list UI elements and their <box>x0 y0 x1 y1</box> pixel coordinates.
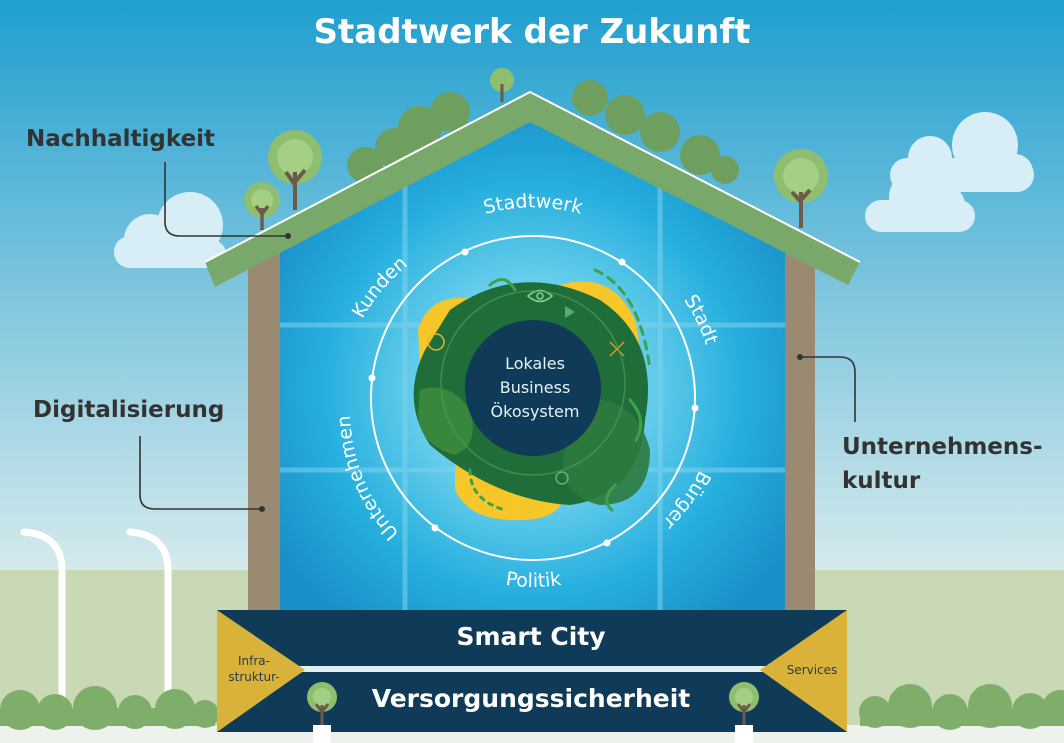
services-label: Services <box>786 663 838 677</box>
label-nachhaltigkeit: Nachhaltigkeit <box>26 126 216 152</box>
infrastruktur-triangle <box>217 610 305 732</box>
services-triangle <box>760 610 847 732</box>
label-unternehmenskultur-line1: Unternehmens- <box>842 434 1043 460</box>
cloud-left <box>114 192 226 268</box>
globe-icon <box>427 333 445 351</box>
inner-ring <box>440 290 626 476</box>
street-lamp-left <box>20 528 172 729</box>
smart-city-label: Smart City <box>456 622 606 651</box>
center-line-2: Business <box>499 378 571 397</box>
connector-lines <box>139 162 856 510</box>
infrastruktur-line2: struktur- <box>228 670 280 684</box>
ring-label-politik: Politik <box>505 568 563 592</box>
center-label: Lokales Business Ökosystem <box>460 352 610 424</box>
center-circle <box>465 320 601 456</box>
smart-city-band <box>217 610 847 666</box>
label-unternehmenskultur: Unternehmens- kultur <box>842 430 1043 498</box>
bushes-left <box>0 686 219 730</box>
potted-trees <box>307 682 759 743</box>
infrastruktur-label: Infra- struktur- <box>224 653 284 685</box>
stakeholder-ring <box>370 235 696 561</box>
roof-trees <box>244 68 828 230</box>
close-icon <box>609 341 625 357</box>
bushes-right <box>859 684 1064 730</box>
center-line-3: Ökosystem <box>490 402 580 421</box>
center-line-1: Lokales <box>505 354 565 373</box>
versorgung-label: Versorgungssicherheit <box>371 684 691 713</box>
ring-dots <box>368 248 699 547</box>
play-icon <box>565 306 575 318</box>
blob-decorations <box>468 268 652 512</box>
label-unternehmenskultur-line2: kultur <box>842 468 921 494</box>
connector-dots <box>259 233 803 512</box>
infrastruktur-line1: Infra- <box>238 654 270 668</box>
page-title: Stadtwerk der Zukunft <box>313 12 751 52</box>
label-digitalisierung: Digitalisierung <box>33 397 225 423</box>
leaf-icon <box>555 471 569 485</box>
roof-shrubs <box>347 80 739 184</box>
cloud-right <box>865 112 1034 232</box>
